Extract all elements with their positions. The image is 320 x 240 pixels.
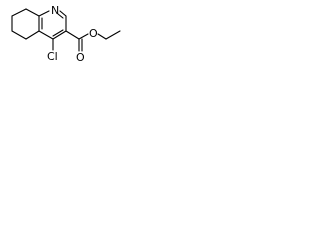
bond-c4-c4a <box>38 30 54 40</box>
chlorine-atom-label: Cl <box>47 50 58 63</box>
carbonyl-oxygen-label: O <box>76 51 85 64</box>
chemical-structure-drawing: N Cl O O <box>11 4 121 64</box>
bond-c8-c7 <box>11 8 27 17</box>
bond-c3-c4-double <box>52 29 64 37</box>
nitrogen-atom-label: N <box>51 4 59 17</box>
bond-lines <box>11 8 121 52</box>
bond-oester-ch2 <box>97 33 107 40</box>
bond-c6-c5 <box>11 30 27 40</box>
bond-c8a-c8 <box>25 8 40 17</box>
bond-ccarbonyl-oester <box>78 33 89 40</box>
bond-c5-c4a <box>25 30 40 40</box>
bond-c8a-n1 <box>38 10 50 17</box>
bond-n1-c2-double <box>57 13 64 19</box>
bond-c3-ccarbonyl <box>65 30 80 40</box>
structure-canvas: N Cl O O <box>0 0 140 73</box>
bond-c3-c4 <box>52 30 67 40</box>
bond-ch2-ch3 <box>105 30 121 40</box>
ester-oxygen-label: O <box>89 27 98 40</box>
bond-n1-c2 <box>59 10 67 17</box>
